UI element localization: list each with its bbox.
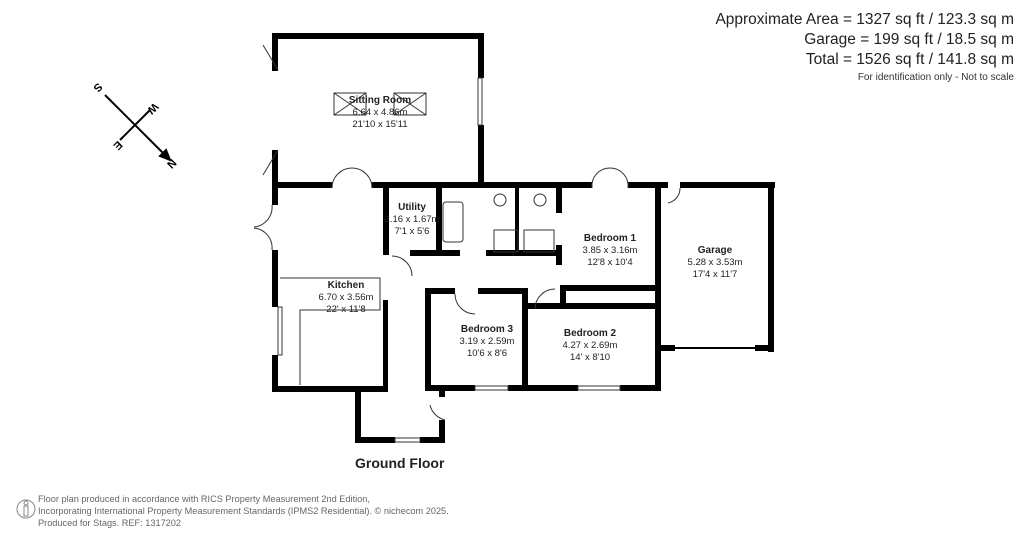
footer-line-3: Produced for Stags. REF: 1317202 xyxy=(38,518,182,528)
footer-line-1: Floor plan produced in accordance with R… xyxy=(38,494,370,504)
fixtures xyxy=(253,44,681,443)
scale-note: For identification only - Not to scale xyxy=(857,72,1014,83)
footer-line-2: Incorporating International Property Mea… xyxy=(38,506,449,516)
compass-icon xyxy=(104,94,172,162)
footer-disclaimer: Floor plan produced in accordance with R… xyxy=(38,493,449,529)
compass-s: S xyxy=(91,80,105,94)
total-area: Total = 1526 sq ft / 141.8 sq m xyxy=(805,51,1014,68)
garage-area: Garage = 199 sq ft / 18.5 sq m xyxy=(804,31,1014,48)
compass-e: E xyxy=(111,138,125,152)
approximate-area: Approximate Area = 1327 sq ft / 123.3 sq… xyxy=(715,11,1014,28)
person-icon xyxy=(16,499,36,519)
walls xyxy=(272,33,775,443)
floor-label: Ground Floor xyxy=(355,455,445,471)
